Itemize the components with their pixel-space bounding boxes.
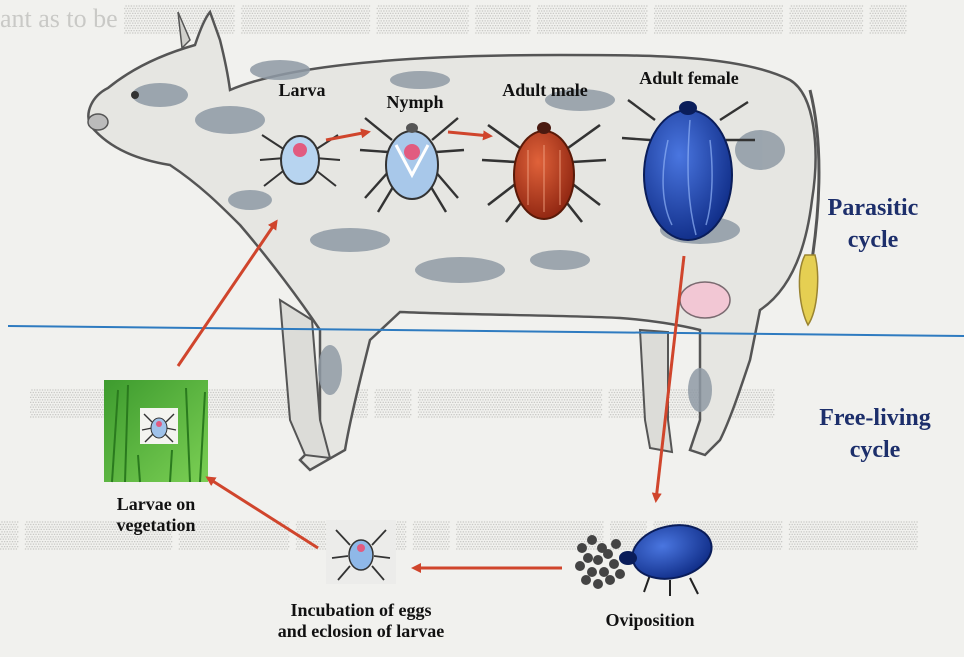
incubation-eclosion-icon	[326, 520, 396, 584]
nymph-label: Nymph	[370, 92, 460, 113]
parasitic-cycle-label: Parasitic cycle	[808, 192, 938, 257]
oviposition-tick-icon	[575, 518, 717, 596]
parasitic-cycle-line-1: Parasitic	[808, 192, 938, 224]
incubation-label-line-2: and eclosion of larvae	[236, 621, 486, 642]
larvae-on-vegetation-label: Larvae on vegetation	[90, 494, 222, 535]
larva-label: Larva	[262, 80, 342, 101]
incubation-label: Incubation of eggs and eclosion of larva…	[236, 600, 486, 641]
free-living-cycle-line-1: Free-living	[800, 402, 950, 434]
oviposition-label: Oviposition	[585, 610, 715, 631]
incubation-label-line-1: Incubation of eggs	[236, 600, 486, 621]
larvae-on-vegetation-image	[104, 380, 208, 482]
free-living-cycle-label: Free-living cycle	[800, 402, 950, 467]
adult-female-label: Adult female	[614, 68, 764, 89]
parasitic-cycle-line-2: cycle	[808, 224, 938, 256]
cycle-divider-line	[8, 326, 964, 336]
larvae-on-vegetation-line-1: Larvae on	[90, 494, 222, 515]
larvae-on-vegetation-line-2: vegetation	[90, 515, 222, 536]
free-living-cycle-line-2: cycle	[800, 434, 950, 466]
arrow-vegetation-to-larva	[178, 222, 276, 366]
adult-male-label: Adult male	[480, 80, 610, 101]
arrow-incubation-to-vegetation	[208, 478, 318, 548]
